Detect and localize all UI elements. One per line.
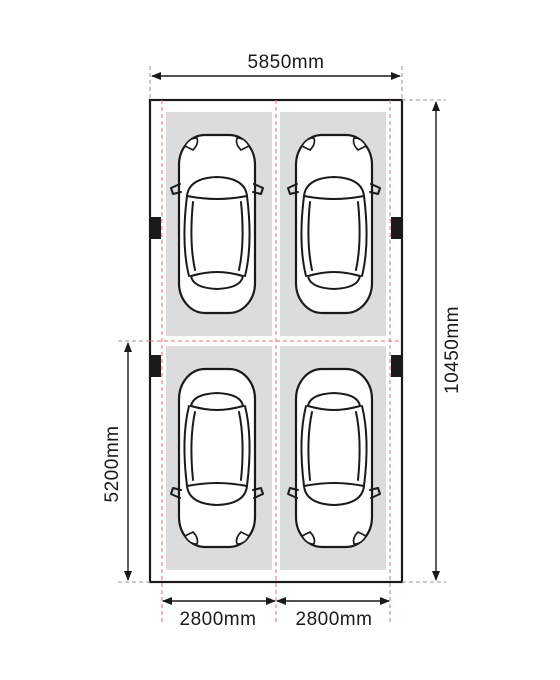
- bay-length-label: 5200mm: [102, 426, 123, 503]
- dimension-arrow-icon: [124, 342, 132, 352]
- support-post-icon: [391, 217, 402, 239]
- sedan-top-view-icon: [286, 367, 382, 549]
- sedan-top-view-icon: [286, 133, 382, 315]
- dimension-arrow-icon: [266, 597, 276, 605]
- total-width-label: 5850mm: [248, 52, 325, 73]
- dimension-arrow-icon: [391, 72, 401, 80]
- dimension-arrow-icon: [151, 72, 161, 80]
- red-guide-lines: [150, 100, 402, 622]
- dimension-arrow-icon: [432, 101, 440, 111]
- dimension-arrow-icon: [162, 597, 172, 605]
- dimension-arrow-icon: [432, 571, 440, 581]
- sedan-top-view-icon: [169, 367, 265, 549]
- dimension-lines: [124, 72, 440, 605]
- support-post-icon: [150, 217, 161, 239]
- bay-width-left-label: 2800mm: [180, 609, 257, 630]
- dimension-arrow-icon: [124, 571, 132, 581]
- dimension-arrow-icon: [380, 597, 390, 605]
- bay-width-right-label: 2800mm: [296, 609, 373, 630]
- support-posts: [150, 217, 402, 377]
- sedan-top-view-icon: [169, 133, 265, 315]
- dimension-arrow-icon: [276, 597, 286, 605]
- support-post-icon: [150, 355, 161, 377]
- grey-extension-lines: [118, 66, 446, 583]
- total-length-label: 10450mm: [442, 306, 463, 394]
- support-post-icon: [391, 355, 402, 377]
